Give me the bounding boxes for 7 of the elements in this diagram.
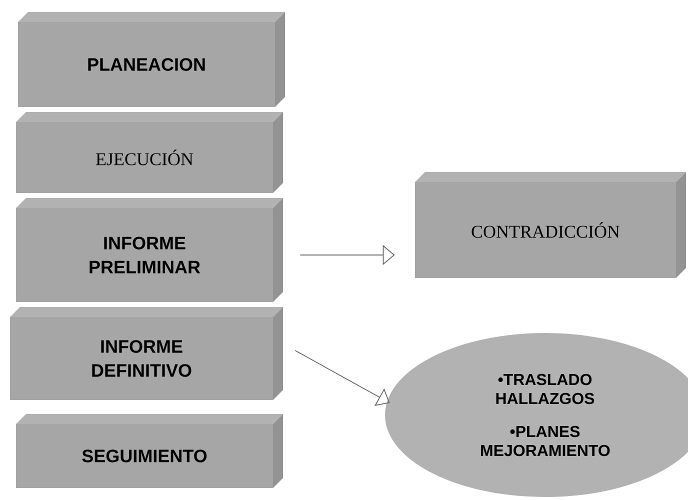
process-box: INFORME PRELIMINAR [16, 198, 283, 302]
process-box: SEGUIMIENTO [16, 414, 283, 488]
process-box: CONTRADICCIÓN [415, 172, 686, 278]
process-box: INFORME DEFINITIVO [10, 307, 283, 400]
process-box: PLANEACION [18, 12, 285, 107]
process-box: EJECUCIÓN [16, 112, 283, 193]
block-arrow [294, 350, 390, 406]
